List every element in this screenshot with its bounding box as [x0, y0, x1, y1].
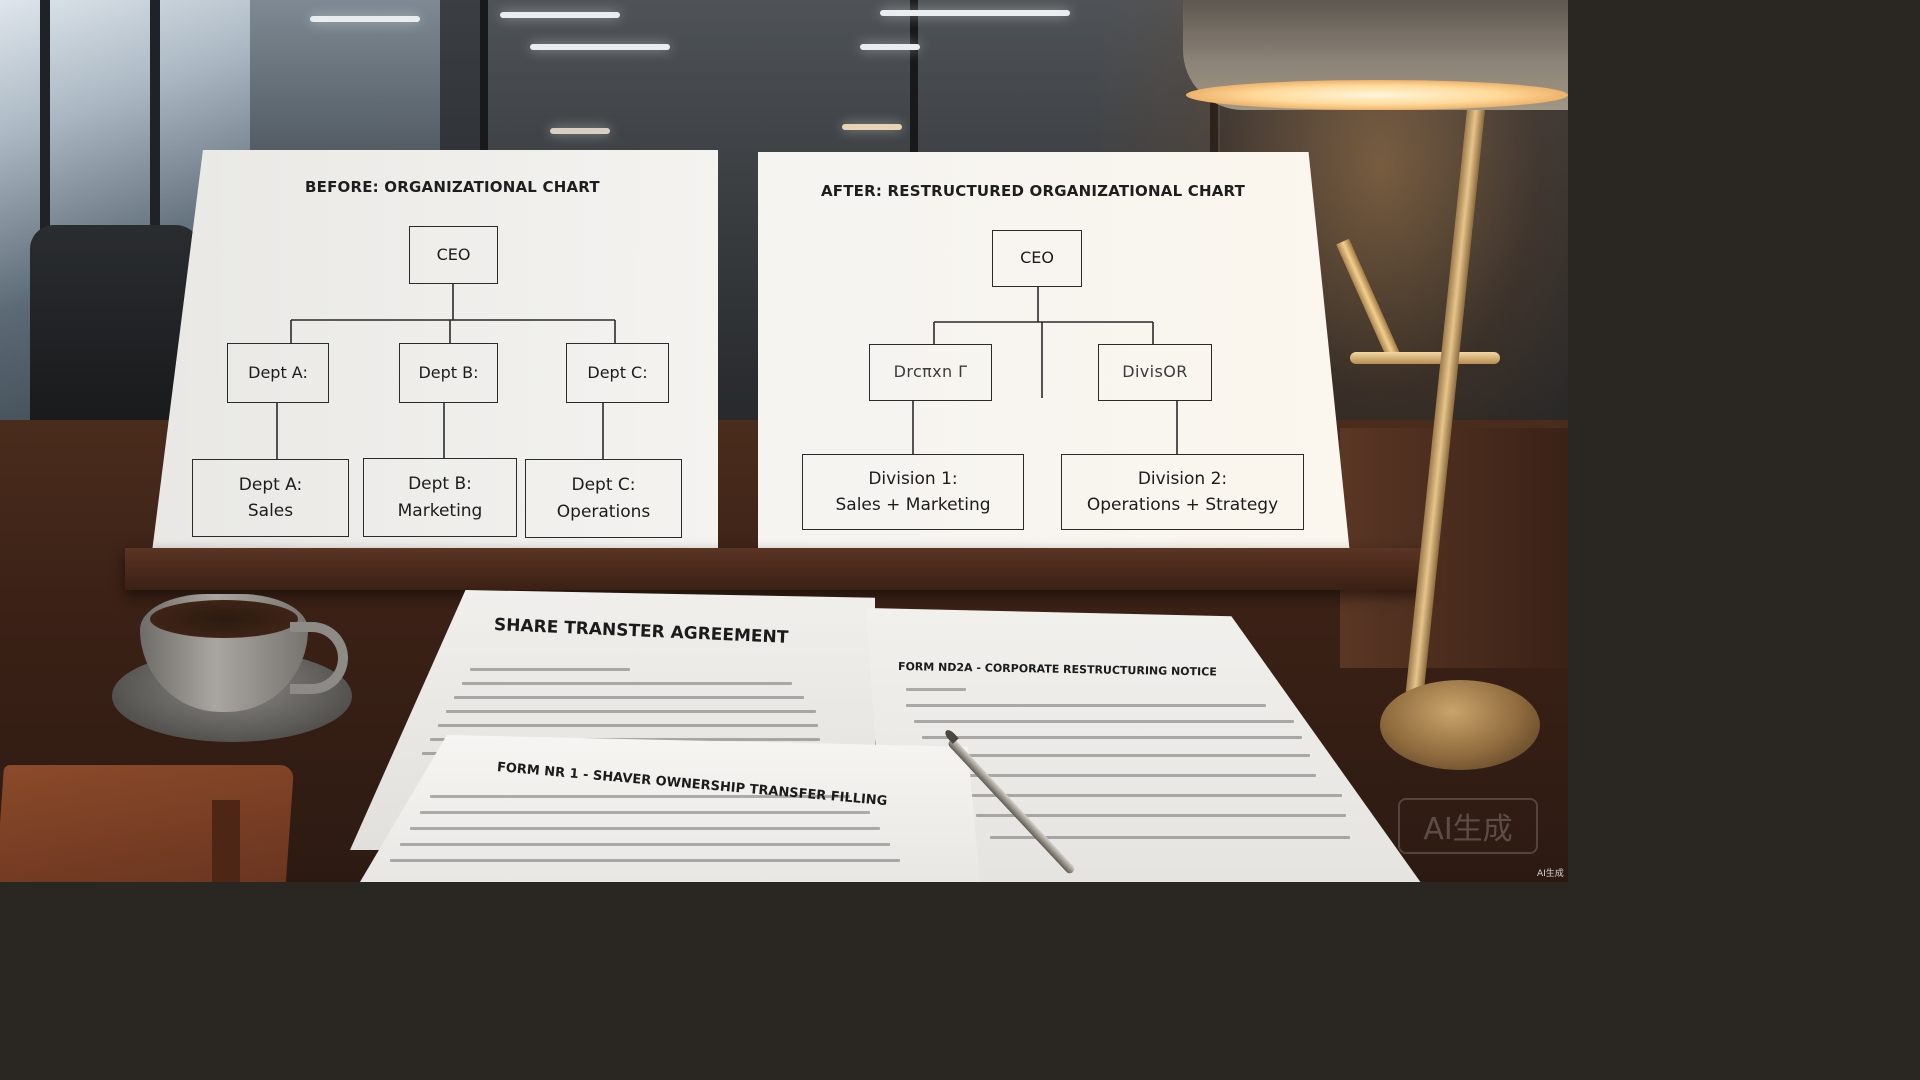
- after-ceo-box: CEO: [992, 230, 1082, 287]
- before-dept-a-box: Dept A:: [227, 343, 329, 403]
- ceiling-light: [550, 128, 610, 134]
- lamp-light-rim: [1186, 80, 1568, 110]
- before-marketing-line1: Dept B:: [408, 474, 472, 495]
- after-division-1-box: Drcπxn Γ: [869, 344, 992, 401]
- office-desk-scene: BEFORE: ORGANIZATIONAL CHART CEO Dept A:…: [0, 0, 1568, 882]
- desk-lamp-base: [1380, 680, 1540, 770]
- lamp-arm-joint: [1350, 352, 1500, 364]
- after-operations-strategy-box: Division 2: Operations + Strategy: [1061, 454, 1304, 530]
- after-sales-marketing-line1: Division 1:: [868, 468, 958, 489]
- after-sales-marketing-box: Division 1: Sales + Marketing: [802, 454, 1024, 530]
- notebook-strap: [212, 800, 240, 882]
- after-org-chart-sheet: [758, 152, 1350, 554]
- watermark-corner-label: AI生成: [1537, 869, 1564, 879]
- before-dept-a-label: Dept A:: [248, 362, 308, 382]
- before-sales-box: Dept A: Sales: [192, 459, 349, 537]
- cup-handle: [290, 622, 348, 694]
- after-operations-strategy-line1: Division 2:: [1137, 468, 1228, 489]
- ceiling-light: [310, 16, 420, 22]
- before-dept-c-box: Dept C:: [566, 343, 669, 403]
- after-division-2-box: DivisOR: [1098, 344, 1212, 401]
- desk-shelf-rim: [125, 548, 1425, 590]
- watermark-label: AI生成: [1423, 812, 1513, 847]
- ceiling-light: [860, 44, 920, 50]
- before-dept-b-label: Dept B:: [418, 362, 479, 382]
- before-chart-title: BEFORE: ORGANIZATIONAL CHART: [305, 178, 600, 196]
- after-division-2-label: DivisOR: [1122, 362, 1188, 382]
- after-chart-title: AFTER: RESTRUCTURED ORGANIZATIONAL CHART: [821, 182, 1246, 200]
- leather-notebook: [0, 765, 295, 882]
- before-operations-box: Dept C: Operations: [525, 459, 682, 538]
- after-ceo-label: CEO: [1020, 248, 1054, 268]
- after-sales-marketing-line2: Sales + Marketing: [835, 495, 991, 515]
- coffee-liquid: [150, 600, 298, 638]
- before-marketing-line2: Marketing: [397, 500, 483, 521]
- before-operations-line1: Dept C:: [571, 475, 636, 496]
- ownership-transfer-document: [360, 735, 980, 882]
- before-sales-line1: Dept A:: [238, 474, 303, 495]
- before-ceo-box: CEO: [409, 226, 498, 284]
- ceiling-light: [880, 10, 1070, 16]
- before-ceo-label: CEO: [436, 244, 471, 264]
- ceiling-light: [500, 12, 620, 18]
- before-marketing-box: Dept B: Marketing: [363, 458, 517, 537]
- before-dept-c-label: Dept C:: [587, 362, 648, 382]
- after-operations-strategy-line2: Operations + Strategy: [1086, 495, 1279, 515]
- ceiling-light: [530, 44, 670, 50]
- after-division-1-label: Drcπxn Γ: [893, 362, 968, 382]
- ai-generated-watermark: AI生成: [1398, 798, 1538, 854]
- ceiling-light: [842, 124, 902, 130]
- before-org-chart-sheet: [152, 150, 718, 552]
- before-sales-line2: Sales: [247, 501, 294, 521]
- before-dept-b-box: Dept B:: [399, 343, 498, 403]
- before-operations-line2: Operations: [556, 501, 651, 522]
